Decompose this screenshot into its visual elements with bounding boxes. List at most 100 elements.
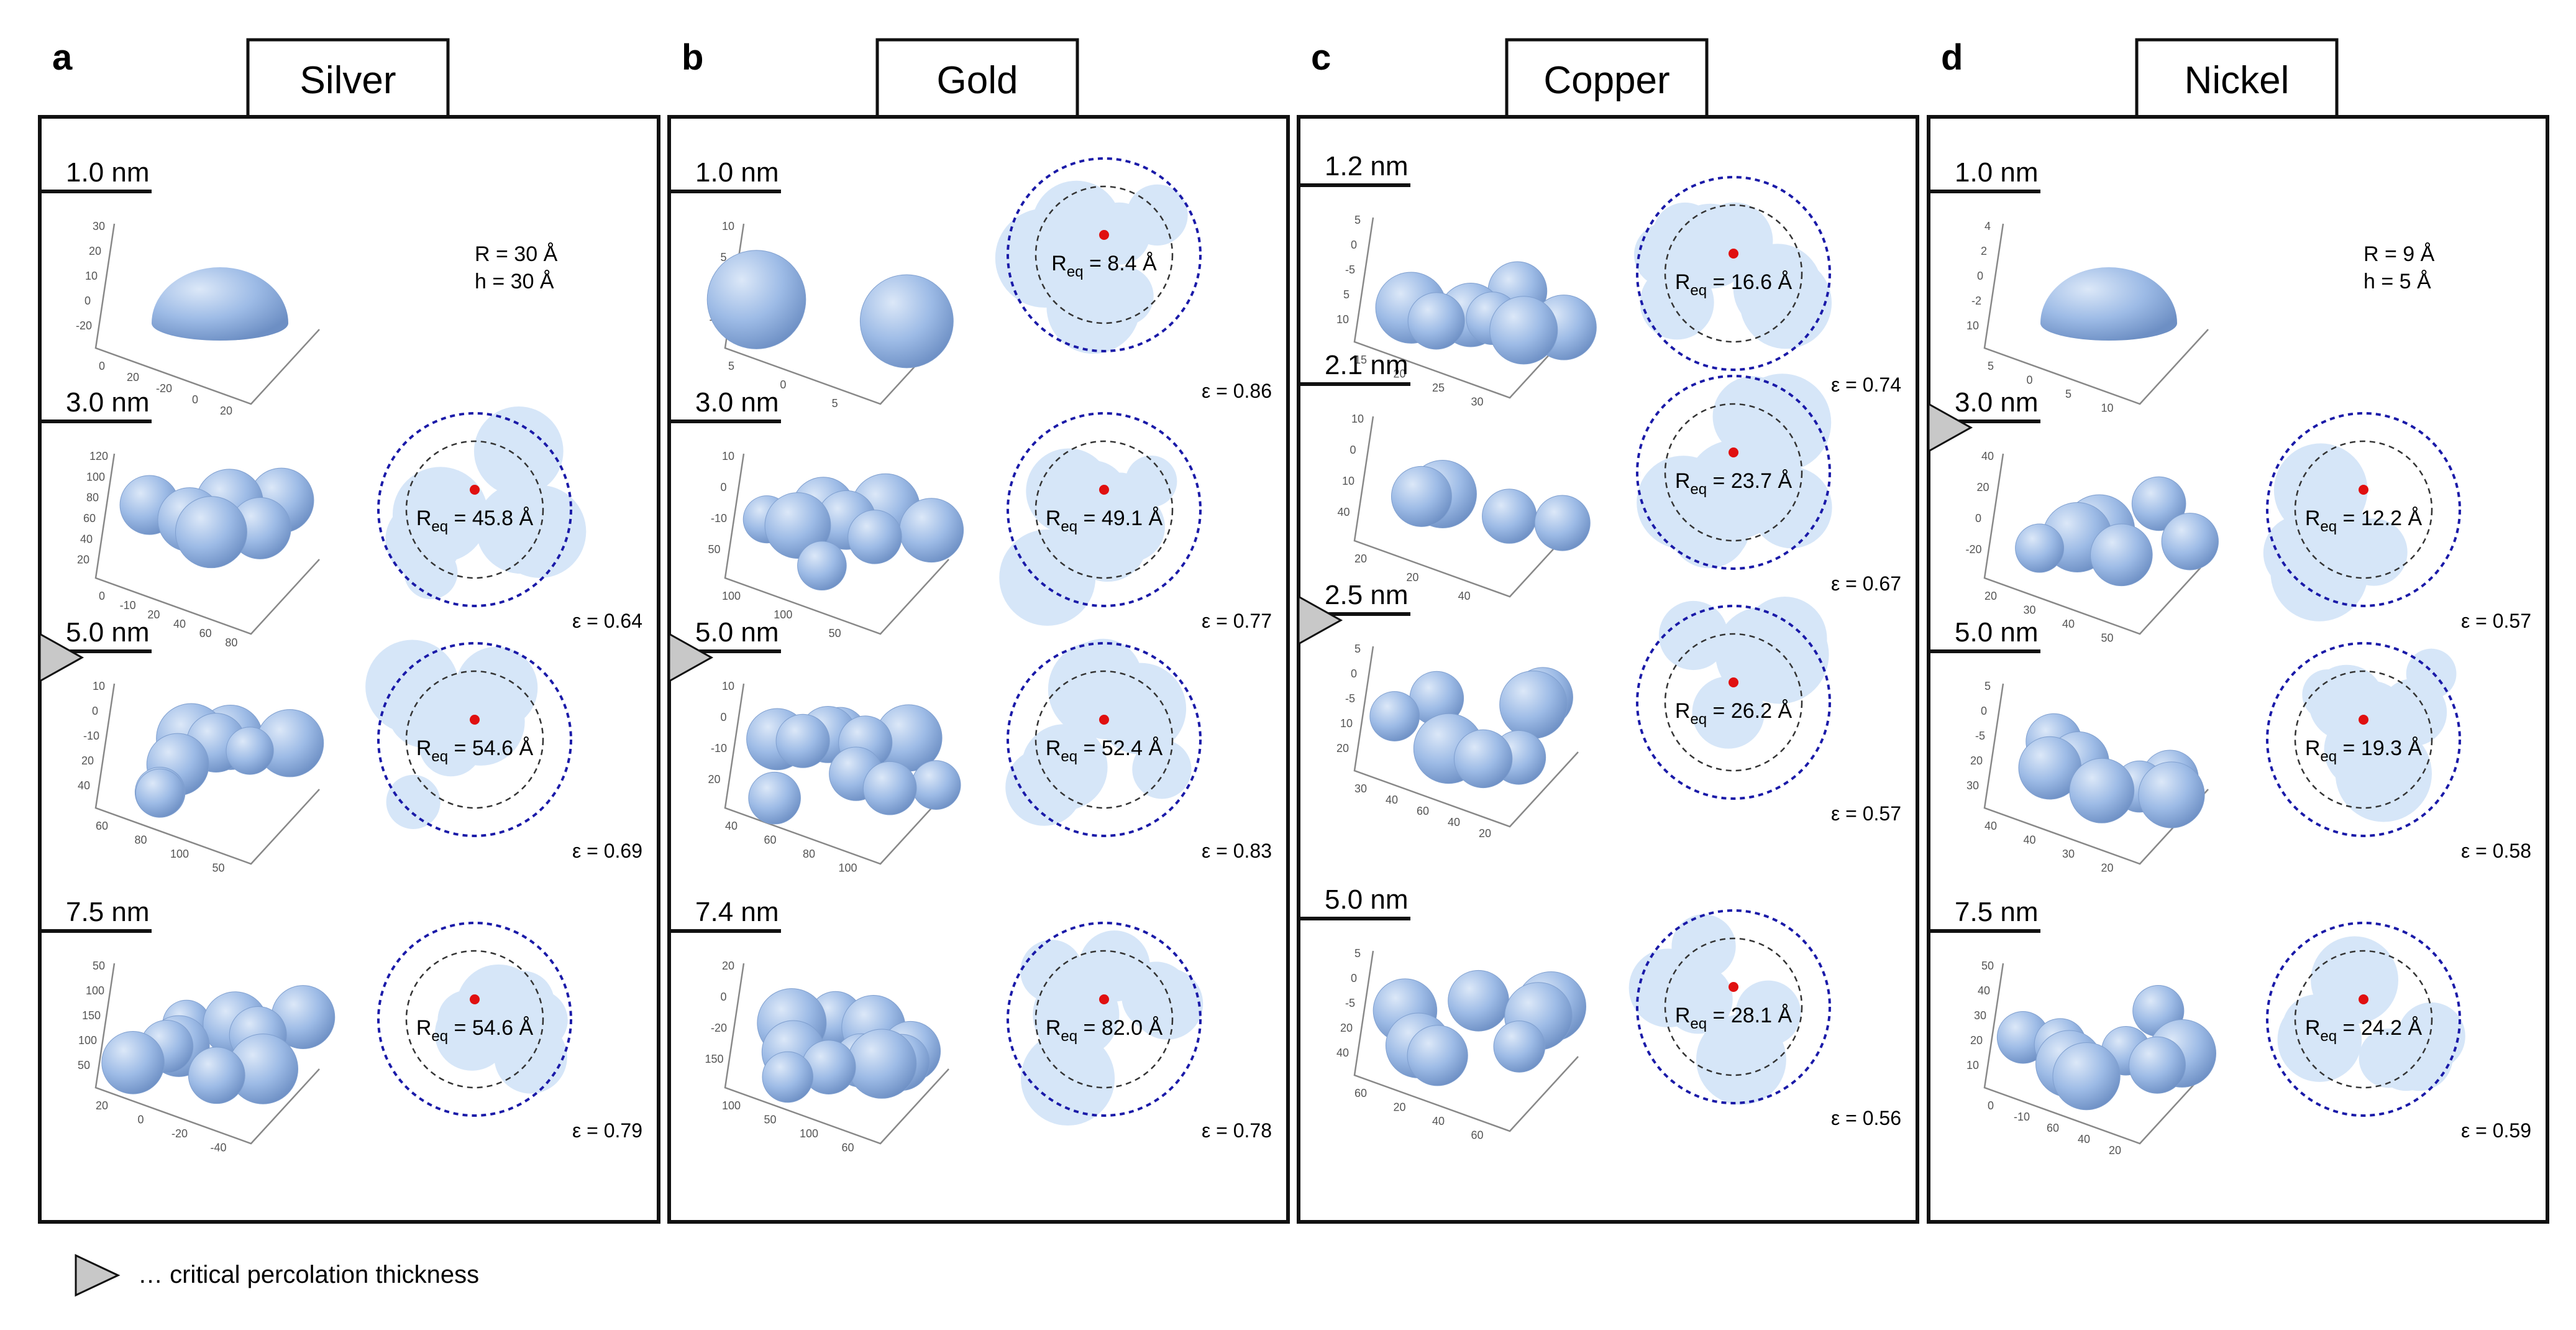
axis-tick-label: 40 — [1458, 590, 1471, 602]
sphere — [2138, 761, 2205, 828]
thickness-label: 1.2 nm — [1325, 151, 1409, 181]
axis-tick-label: -5 — [1975, 730, 1985, 742]
req-label: Req = 24.2 Å — [2305, 1016, 2423, 1045]
axis-tick-label: 5 — [728, 360, 734, 372]
axis-tick-label: 0 — [1977, 270, 1983, 282]
sphere — [1369, 691, 1420, 741]
particle-3d — [2040, 267, 2177, 341]
particle-3d — [119, 467, 314, 569]
sphere — [2161, 513, 2219, 571]
axis-tick-label: 10 — [1340, 717, 1353, 730]
axis-tick-label: 10 — [93, 680, 105, 692]
center-dot — [1729, 982, 1738, 992]
eccentricity-label: ε = 0.67 — [1831, 572, 1901, 595]
inner-circle — [2294, 950, 2433, 1089]
axis-tick-label: 0 — [720, 711, 726, 723]
axis-tick-label: 50 — [764, 1114, 776, 1126]
eccentricity-label: ε = 0.57 — [1831, 802, 1901, 825]
axis-tick-label: 20 — [1985, 590, 1997, 602]
axis-tick-label: 40 — [2078, 1133, 2090, 1145]
thickness-label: 1.0 nm — [1955, 157, 2039, 188]
axis-tick-label: 50 — [78, 1059, 90, 1071]
axis-tick-label: 80 — [134, 834, 147, 846]
axis-tick-label: -20 — [711, 1022, 727, 1034]
axis-tick-label: 80 — [803, 848, 815, 860]
thickness-label: 3.0 nm — [1955, 387, 2039, 418]
req-label: Req = 49.1 Å — [1046, 507, 1163, 535]
inner-circle — [1664, 204, 1803, 343]
axis-tick-label: 20 — [1406, 571, 1418, 584]
outer-circle — [1007, 922, 1202, 1117]
axis-tick-label: 10 — [2101, 402, 2113, 415]
axis-tick-label: 100 — [86, 984, 104, 997]
metal-title: Copper — [1543, 59, 1669, 102]
outer-circle — [377, 922, 572, 1117]
thickness-label: 5.0 nm — [66, 617, 150, 648]
axis-tick-label: 100 — [170, 848, 189, 860]
req-label: Req = 28.1 Å — [1675, 1004, 1793, 1032]
axis-tick-label: 10 — [722, 450, 734, 462]
axis-tick-label: 60 — [2047, 1122, 2059, 1134]
axis-tick-label: 20 — [1336, 742, 1349, 754]
axis-tick-label: 5 — [1988, 360, 1994, 372]
axis-tick-label: 50 — [708, 543, 720, 556]
axis-tick-label: 0 — [137, 1114, 144, 1126]
particle-3d — [101, 985, 336, 1104]
axis-tick-label: 40 — [80, 533, 93, 545]
axis-tick-label: 5 — [1985, 680, 1991, 692]
thickness-label: 7.4 nm — [695, 897, 779, 927]
axis-tick-label: 120 — [89, 450, 108, 462]
sphere — [911, 760, 961, 810]
axis-tick-label: 20 — [1976, 481, 1989, 493]
particle-3d — [2015, 476, 2219, 587]
thickness-label: 7.5 nm — [1955, 897, 2039, 927]
axis-tick-label: 5 — [832, 397, 838, 410]
axis-tick-label: 0 — [92, 705, 98, 717]
axis-tick-label: 4 — [1985, 220, 1991, 232]
sphere — [2129, 1036, 2186, 1094]
center-dot — [1729, 447, 1738, 457]
outer-circle — [1636, 375, 1831, 570]
axis-tick-label: -10 — [120, 599, 136, 612]
panel-letter: c — [1311, 37, 1331, 78]
eccentricity-label: ε = 0.79 — [572, 1119, 642, 1142]
axis-tick-label: 0 — [1351, 239, 1357, 251]
axis-tick-label: 150 — [705, 1053, 723, 1065]
sphere — [1407, 1025, 1468, 1086]
axis-tick-label: 0 — [192, 393, 198, 406]
critical-thickness-marker-icon — [39, 632, 84, 683]
axis-tick-label: 0 — [780, 378, 786, 391]
outer-circle — [2266, 922, 2461, 1117]
axis-tick-label: 60 — [199, 627, 212, 640]
eccentricity-label: ε = 0.69 — [572, 840, 642, 862]
cap-parameter: h = 30 Å — [475, 270, 554, 293]
axis-tick-label: 5 — [2065, 388, 2071, 400]
inner-circle — [1664, 937, 1803, 1076]
axis-tick-label: 5 — [1354, 643, 1361, 655]
axis-tick-label: 80 — [86, 492, 99, 504]
sphere — [762, 1051, 814, 1103]
axis-tick-label: 60 — [1354, 1087, 1367, 1099]
outer-circle — [2266, 412, 2461, 607]
metal-title: Silver — [299, 59, 396, 102]
thickness-label: 2.5 nm — [1325, 580, 1409, 610]
req-label: Req = 8.4 Å — [1051, 252, 1157, 280]
projection-circle: Req = 12.2 Å — [2263, 412, 2461, 621]
axis-tick-label: -5 — [1345, 264, 1355, 276]
axis-tick-label: -10 — [711, 742, 727, 754]
axis-tick-label: 50 — [2101, 632, 2113, 644]
outer-circle — [2266, 642, 2461, 837]
req-label: Req = 16.6 Å — [1675, 270, 1793, 299]
axis-tick-label: 20 — [708, 773, 720, 786]
axis-tick-label: 80 — [225, 636, 237, 649]
sphere — [1482, 488, 1537, 544]
axis-tick-label: 60 — [83, 512, 96, 525]
sphere — [226, 727, 274, 775]
